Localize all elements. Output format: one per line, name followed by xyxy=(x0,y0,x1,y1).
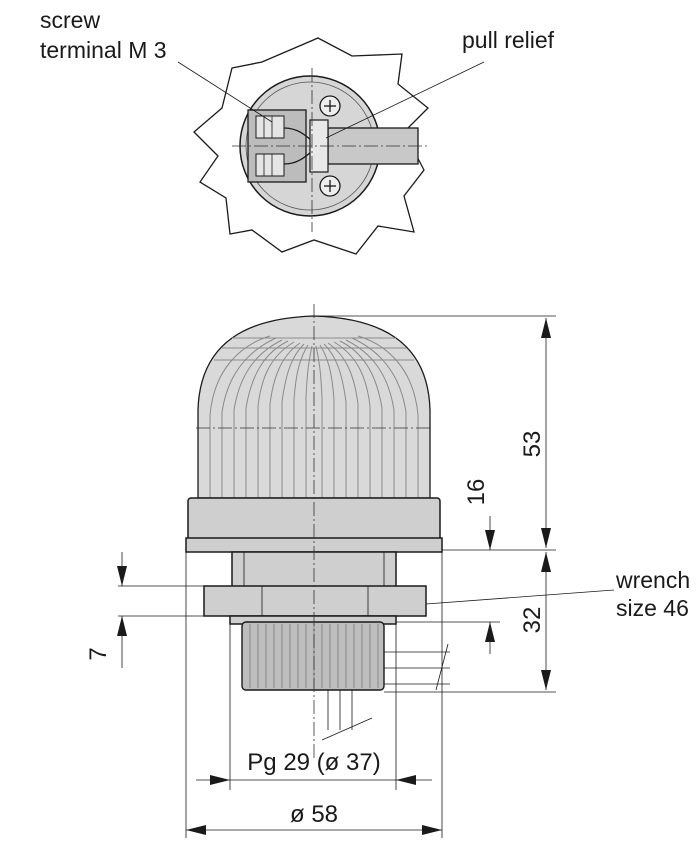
top-view xyxy=(177,37,485,255)
leader-screw-terminal xyxy=(177,61,273,123)
cable-gland xyxy=(241,621,385,691)
wrench-nut xyxy=(203,585,427,617)
dim-diameter: ø 58 xyxy=(290,801,338,828)
dim-53: 53 xyxy=(519,431,546,458)
terminal-lower xyxy=(255,153,285,177)
label-wrench: wrench xyxy=(615,567,690,593)
label-screw: screw xyxy=(40,7,100,33)
leader-pull-relief xyxy=(325,61,485,139)
dome-ribs xyxy=(209,335,419,498)
leader-wrench xyxy=(425,589,615,605)
screw-icon xyxy=(319,175,341,197)
label-pull-relief: pull relief xyxy=(462,27,555,53)
dim-thread: Pg 29 (ø 37) xyxy=(247,749,380,776)
side-view xyxy=(185,304,450,760)
label-size-46: size 46 xyxy=(616,595,689,621)
screw-icon xyxy=(319,95,341,117)
terminal-upper xyxy=(255,115,285,139)
dimension-lines xyxy=(117,315,615,838)
dim-16: 16 xyxy=(463,479,490,506)
dim-7: 7 xyxy=(85,647,112,660)
dim-32: 32 xyxy=(519,607,546,634)
label-terminal-m3: terminal M 3 xyxy=(40,37,167,63)
breakout-outline xyxy=(193,37,429,255)
